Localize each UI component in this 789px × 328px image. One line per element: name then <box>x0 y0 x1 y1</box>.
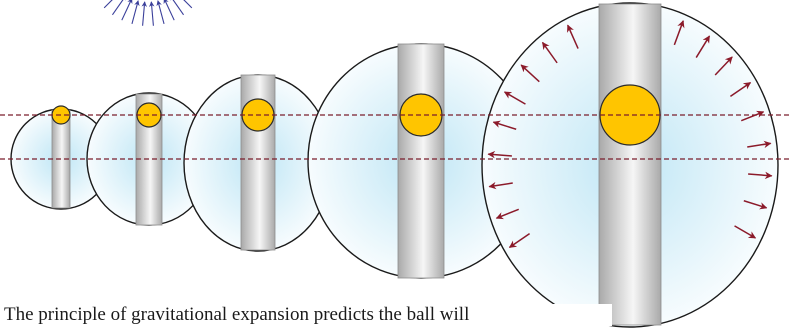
converging-arrow <box>131 0 140 25</box>
expansion-arrow <box>487 150 512 159</box>
expansion-arrow <box>488 181 513 190</box>
expansion-arrow <box>748 171 773 180</box>
tunnel-column <box>397 43 445 279</box>
expansion-arrow <box>695 35 711 58</box>
sphere-stage <box>183 74 333 252</box>
converging-arrow <box>156 0 165 25</box>
expansion-arrow <box>740 110 765 122</box>
expansion-arrow <box>503 91 526 105</box>
converging-arrow <box>141 1 147 26</box>
expansion-arrow <box>729 81 752 97</box>
converging-arrow <box>149 1 155 26</box>
expansion-arrow <box>743 200 768 210</box>
expansion-arrow <box>714 56 733 76</box>
converging-arrow <box>121 0 133 21</box>
converging-arrow <box>169 0 185 16</box>
converging-arrow <box>163 0 175 21</box>
converging-arrow <box>183 0 193 9</box>
expansion-arrow <box>541 41 558 64</box>
expansion-arrow <box>567 24 579 49</box>
expansion-arrow <box>495 208 520 220</box>
tunnel-column <box>598 3 662 326</box>
sphere-stage <box>481 2 779 328</box>
expansion-arrow <box>673 20 685 46</box>
inward-arrow-icon <box>97 0 199 26</box>
expansion-arrow <box>747 140 772 149</box>
converging-arrow <box>103 0 113 9</box>
expansion-arrow <box>734 225 757 239</box>
expanding-sphere-stages <box>10 2 779 328</box>
converging-arrow <box>111 0 127 16</box>
expansion-arrow <box>492 120 517 130</box>
outward-arrow-icon <box>487 20 773 249</box>
expansion-arrow <box>520 64 540 83</box>
reference-lines <box>0 114 789 160</box>
expansion-arrow <box>508 233 531 249</box>
caption-text: The principle of gravitational expansion… <box>4 304 612 326</box>
